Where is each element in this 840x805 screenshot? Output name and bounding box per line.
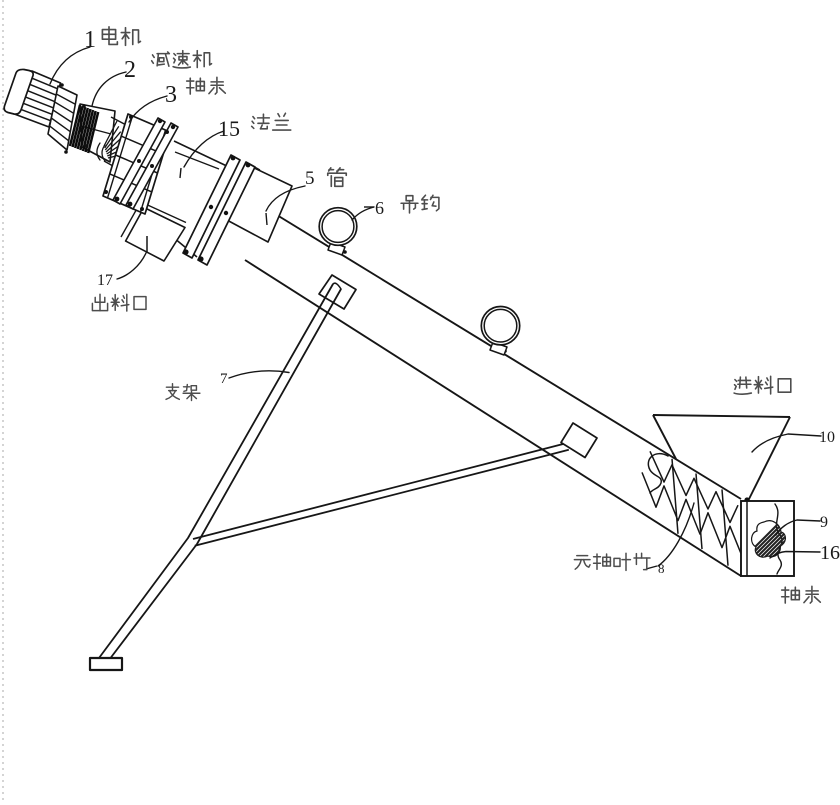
svg-text:16: 16 <box>820 542 840 564</box>
svg-text:17: 17 <box>97 272 113 289</box>
svg-text:8: 8 <box>658 561 665 576</box>
svg-text:15: 15 <box>218 116 240 141</box>
svg-text:9: 9 <box>820 514 828 531</box>
svg-text:10: 10 <box>819 429 835 446</box>
svg-text:6: 6 <box>375 198 384 218</box>
svg-text:2: 2 <box>124 57 136 83</box>
svg-text:1: 1 <box>84 27 96 53</box>
svg-text:3: 3 <box>165 82 177 108</box>
svg-text:7: 7 <box>220 371 228 387</box>
svg-text:5: 5 <box>305 168 315 189</box>
